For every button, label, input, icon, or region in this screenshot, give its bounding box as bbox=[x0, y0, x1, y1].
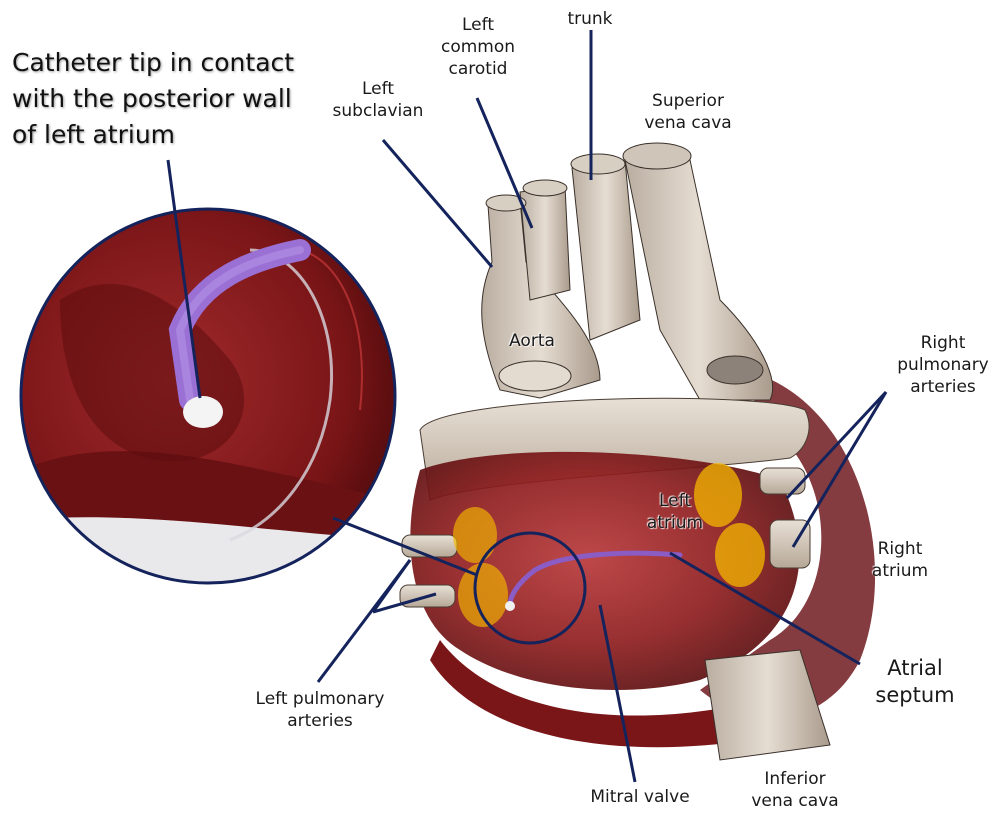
label-superior-vena-cava: Superior vena cava bbox=[628, 90, 748, 134]
label-aorta: Aorta bbox=[492, 330, 572, 352]
label-atrial-septum: Atrial septum bbox=[855, 655, 975, 709]
highlight-left-upper bbox=[453, 507, 497, 563]
label-right-atrium: Right atrium bbox=[855, 538, 945, 582]
trunk-shape bbox=[572, 160, 640, 340]
caption-line-2: with the posterior wall bbox=[12, 81, 332, 117]
label-mitral-valve: Mitral valve bbox=[575, 786, 705, 808]
label-left-atrium: Left atrium bbox=[640, 490, 710, 534]
label-trunk: trunk bbox=[560, 8, 620, 30]
left-pulmonary-vessel-upper bbox=[402, 535, 457, 557]
leader-left-subclavian bbox=[383, 140, 492, 267]
caption-line-1: Catheter tip in contact bbox=[12, 45, 332, 81]
label-inferior-vena-cava: Inferior vena cava bbox=[740, 768, 850, 812]
label-left-pulmonary-arteries: Left pulmonary arteries bbox=[225, 688, 415, 732]
label-left-subclavian: Left subclavian bbox=[318, 78, 438, 122]
caption-line-3: of left atrium bbox=[12, 117, 332, 153]
label-left-common-carotid: Left common carotid bbox=[428, 14, 528, 80]
label-right-pulmonary-arteries: Right pulmonary arteries bbox=[893, 332, 993, 398]
catheter-tip-caption: Catheter tip in contact with the posteri… bbox=[12, 45, 332, 153]
highlight-right-lower bbox=[715, 523, 765, 587]
right-pulmonary-vessel-upper bbox=[760, 468, 805, 494]
